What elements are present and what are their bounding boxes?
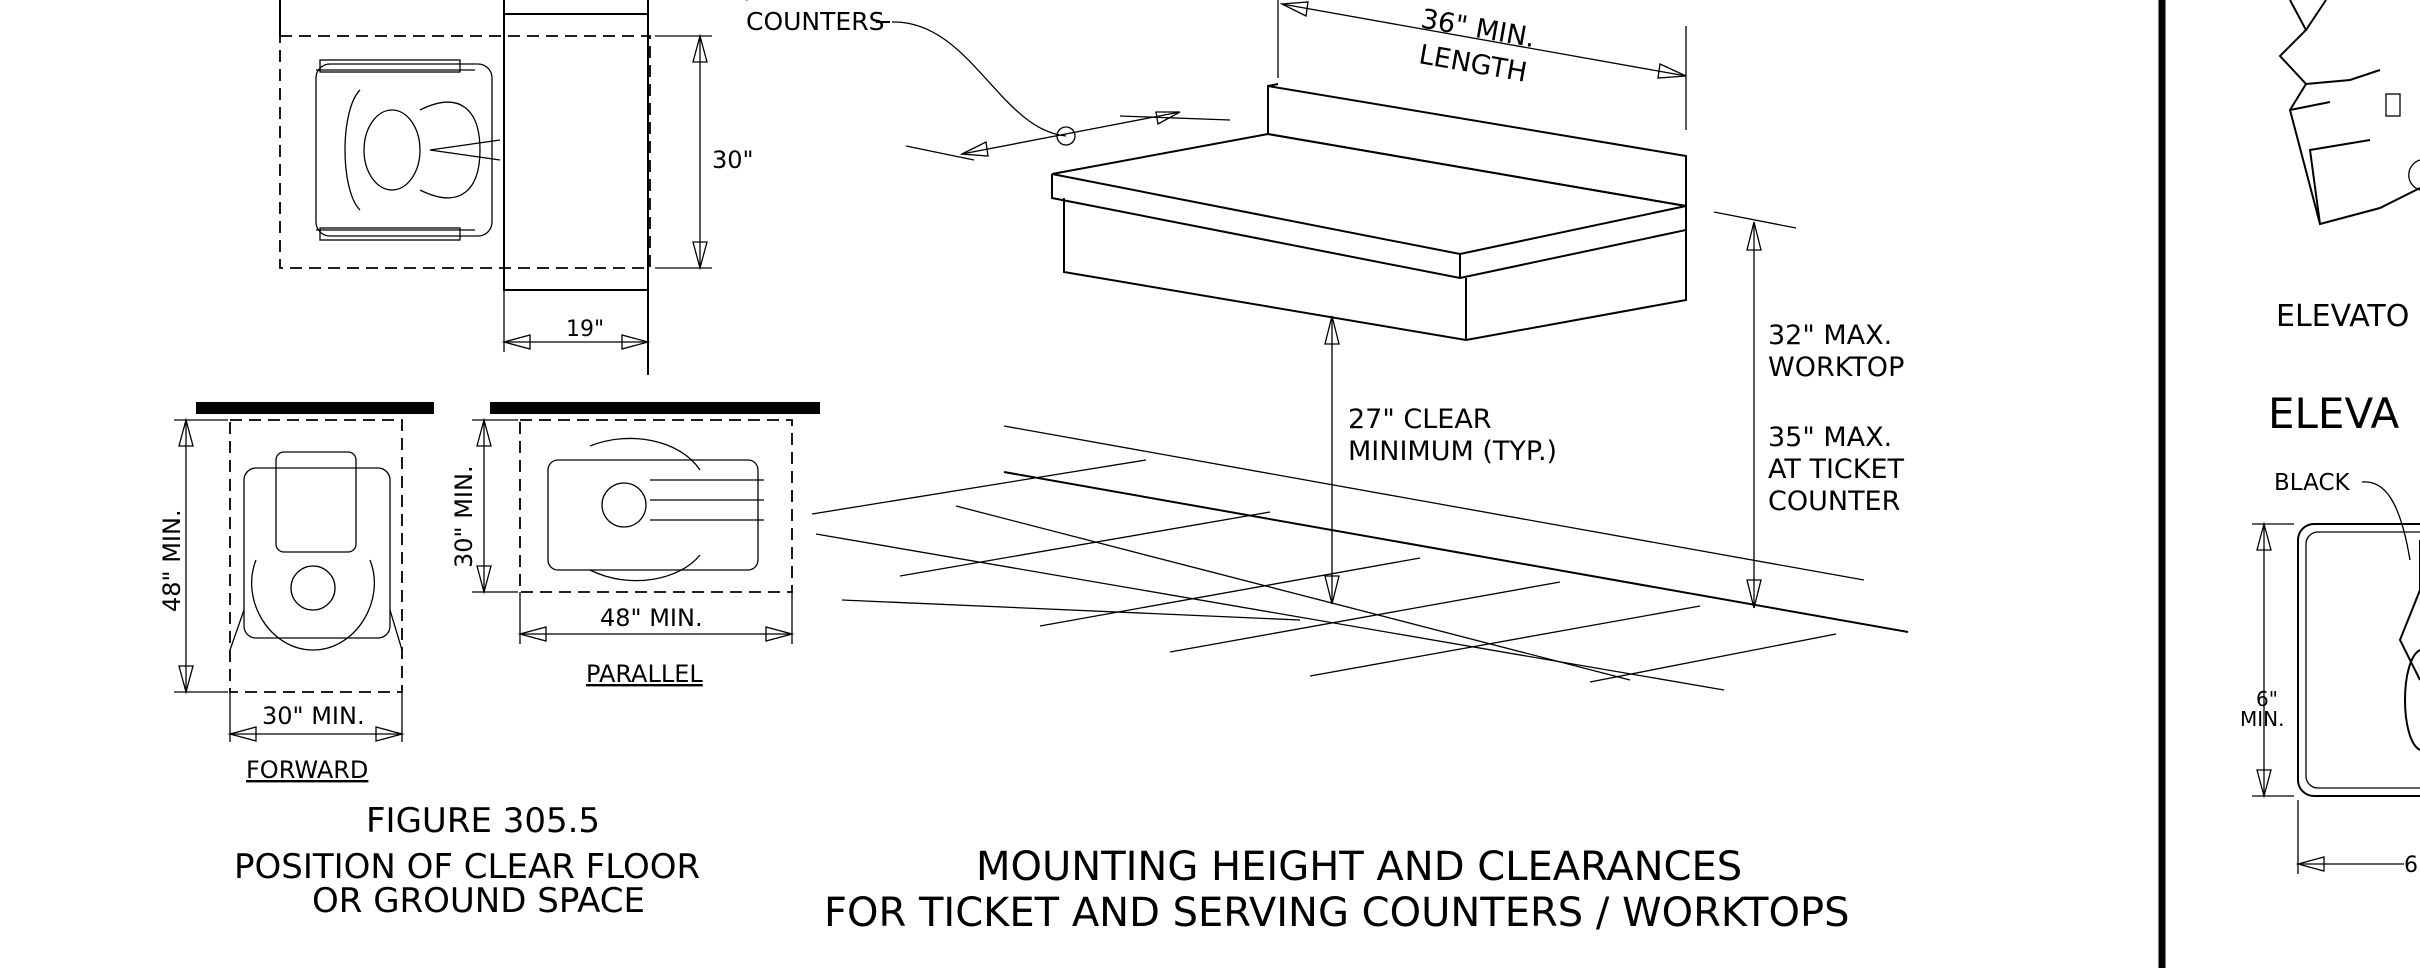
counter-title-line1: MOUNTING HEIGHT AND CLEARANCES xyxy=(976,844,1742,890)
countertop-edge xyxy=(1051,174,1687,280)
parallel-depth-label: 30" MIN. xyxy=(450,465,478,568)
figure-title-line2: OR GROUND SPACE xyxy=(312,881,645,921)
elevator-button-sketch-icon xyxy=(2278,0,2420,226)
figure-number: FIGURE 305.5 xyxy=(366,801,600,841)
forward-wall xyxy=(196,402,434,414)
knee-clear-line1: 27" CLEAR xyxy=(1348,404,1492,435)
ticket-line2: AT TICKET xyxy=(1768,454,1905,485)
clear-space-dashed-box xyxy=(279,35,651,269)
parallel-wall xyxy=(490,402,820,414)
parallel-approach: 30" MIN. 48" MIN. PARALLEL xyxy=(450,402,820,688)
elevator-heading: ELEVA xyxy=(2268,389,2400,438)
knee-clear-line2: MINIMUM (TYP.) xyxy=(1348,436,1557,467)
parallel-dashed-box xyxy=(519,419,793,593)
black-label: BLACK xyxy=(2274,470,2351,496)
wheelchair-forward-icon xyxy=(229,451,403,651)
parallel-caption: PARALLEL xyxy=(586,660,703,688)
forward-caption: FORWARD xyxy=(246,756,368,784)
counter-isometric: 36" MIN. LENGTH 27" CLEAR MINIMUM (TYP.)… xyxy=(811,0,1909,691)
wheelchair-parallel-icon xyxy=(547,437,764,582)
countertop xyxy=(1051,132,1687,256)
forward-width-label: 30" MIN. xyxy=(262,702,365,730)
note-leader-label: COUNTERS xyxy=(746,7,884,36)
worktop-line1: 32" MAX. xyxy=(1768,320,1892,351)
elevator-label: ELEVATO xyxy=(2276,299,2409,334)
parallel-width-label: 48" MIN. xyxy=(600,604,703,632)
backsplash xyxy=(1267,84,1687,208)
elevator-plate xyxy=(2297,523,2420,797)
figure-caption: FIGURE 305.5 POSITION OF CLEAR FLOOR OR … xyxy=(234,801,700,921)
clear-floor-plan-top: COUNTERS 30" 1 xyxy=(279,0,890,375)
figure-title-line1: POSITION OF CLEAR FLOOR xyxy=(234,847,700,887)
worktop-line2: WORKTOP xyxy=(1768,352,1904,383)
dim-19-label: 19" xyxy=(566,317,604,342)
counter-plan xyxy=(503,13,649,291)
counter-title: MOUNTING HEIGHT AND CLEARANCES FOR TICKE… xyxy=(824,844,1849,936)
forward-approach: 48" MIN. 30" MIN. FORWARD xyxy=(158,402,434,784)
ticket-line3: COUNTER xyxy=(1768,486,1900,517)
elevator-panel: ELEVATO ELEVA BLACK 6" MIN. 6 xyxy=(2158,0,2420,968)
forward-dashed-box xyxy=(229,419,403,693)
bottom-dim-label: 6 xyxy=(2404,853,2418,878)
counter-apron xyxy=(1063,198,1687,342)
min-label-line1: 6" xyxy=(2256,687,2278,711)
wheelchair-user-plan-icon xyxy=(315,59,501,241)
dim-30-label: 30" xyxy=(712,146,754,174)
forward-depth-label: 48" MIN. xyxy=(158,509,186,612)
min-label-line2: MIN. xyxy=(2240,707,2284,731)
ticket-line1: 35" MAX. xyxy=(1768,422,1892,453)
counter-title-line2: FOR TICKET AND SERVING COUNTERS / WORKTO… xyxy=(824,890,1849,936)
floor-grid xyxy=(811,425,1909,691)
